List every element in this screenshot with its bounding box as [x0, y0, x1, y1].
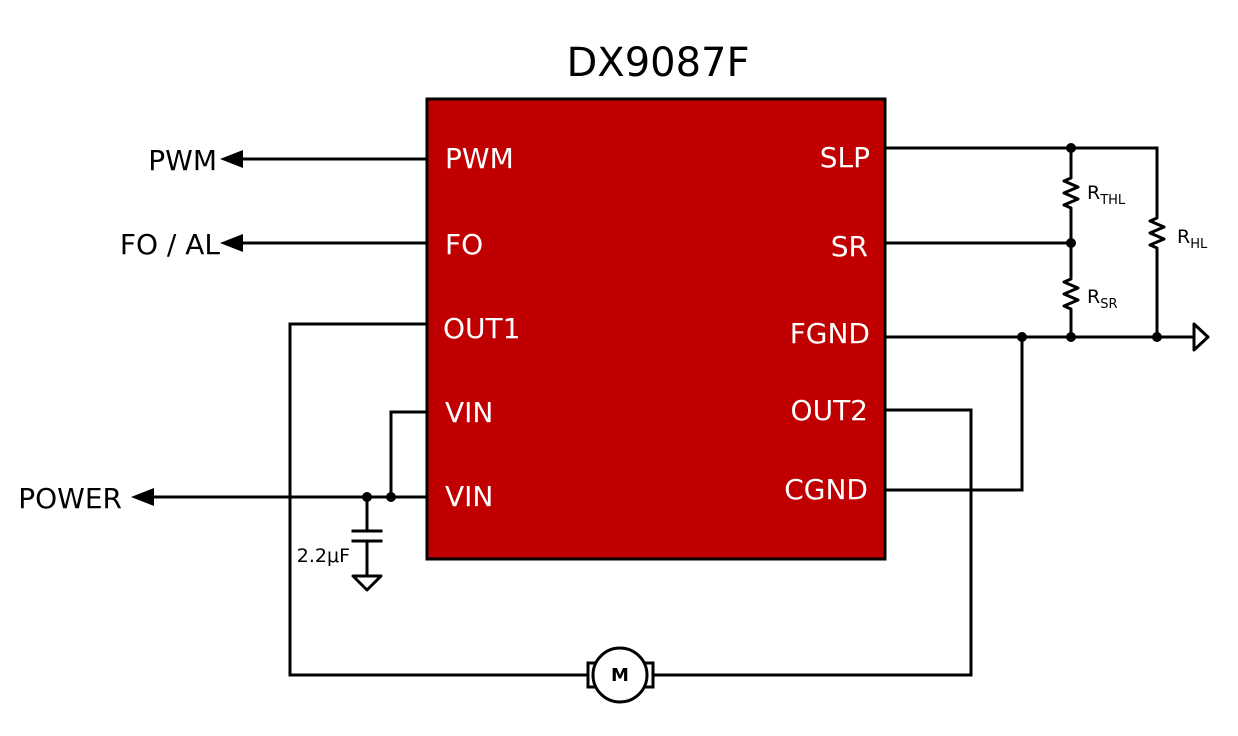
- arrow-left-icon: [220, 234, 243, 252]
- pin-vin-1: VIN: [445, 396, 493, 429]
- pin-out1: OUT1: [443, 312, 520, 345]
- resistor-rthl-icon: [1062, 148, 1080, 243]
- resistor-rsr-icon: [1062, 243, 1080, 337]
- pin-cgnd: CGND: [784, 473, 868, 506]
- junction-dot: [1066, 332, 1076, 342]
- pin-fo: FO: [445, 228, 483, 261]
- resistor-rsr-label: RSR: [1087, 286, 1118, 312]
- pin-slp: SLP: [820, 141, 870, 174]
- resistor-rthl-label: RTHL: [1087, 182, 1126, 208]
- pwm-signal-label: PWM: [148, 144, 217, 177]
- pin-fgnd: FGND: [790, 317, 870, 350]
- chip-title: DX9087F: [566, 40, 749, 86]
- junction-dot: [386, 492, 396, 502]
- arrow-left-icon: [131, 488, 154, 506]
- motor-label: M: [611, 665, 629, 686]
- junction-dot: [1066, 238, 1076, 248]
- pin-out2: OUT2: [791, 394, 868, 427]
- cgnd-wire: [883, 335, 1024, 492]
- vin1-wire: [389, 410, 429, 499]
- pin-vin-2: VIN: [445, 480, 493, 513]
- power-signal-label: POWER: [18, 482, 122, 515]
- pin-sr: SR: [831, 230, 868, 263]
- pin-pwm: PWM: [445, 142, 514, 175]
- fo-al-signal-label: FO / AL: [120, 228, 221, 261]
- resistor-rhl-icon: [1148, 148, 1166, 337]
- junction-dot: [1066, 143, 1076, 153]
- resistor-rhl-label: RHL: [1177, 226, 1208, 252]
- ground-icon: [1192, 322, 1210, 352]
- out2-wire: [648, 408, 973, 677]
- chip-body: [425, 97, 887, 561]
- capacitor-icon: [351, 495, 383, 578]
- out1-wire: [288, 322, 592, 677]
- junction-dot: [1152, 332, 1162, 342]
- ground-icon: [351, 574, 383, 592]
- motor-icon: [586, 646, 655, 704]
- capacitor-value-label: 2.2μF: [297, 545, 350, 567]
- arrow-left-icon: [220, 150, 243, 168]
